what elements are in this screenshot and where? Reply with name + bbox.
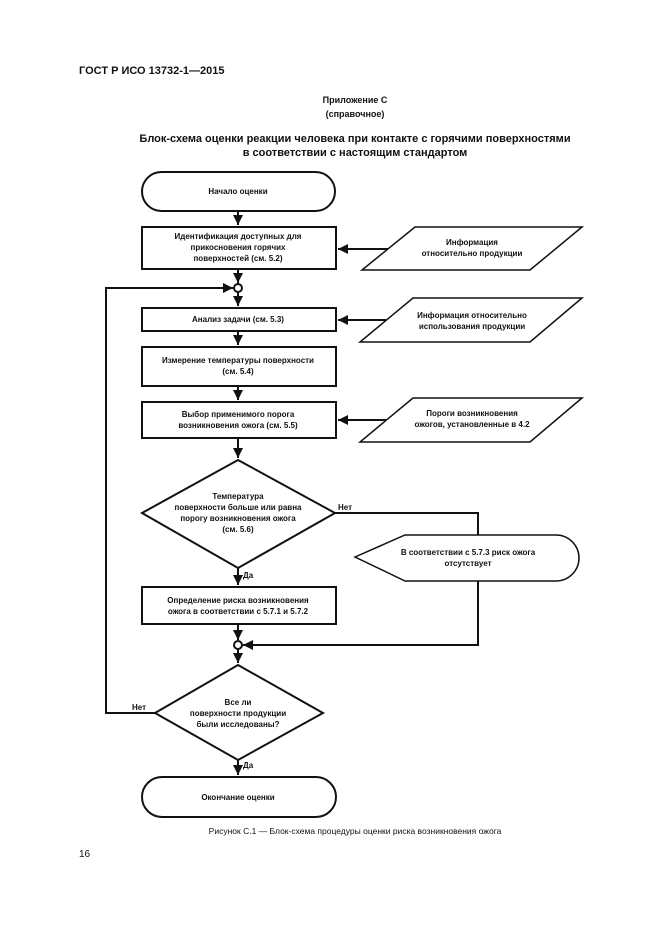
document-header: ГОСТ Р ИСО 13732-1—2015 (79, 65, 225, 77)
display-no-risk-text: отсутствует (445, 559, 492, 568)
start-label: Начало оценки (208, 187, 267, 196)
step-risk-box (141, 586, 337, 625)
input-usage-text: использования продукции (419, 322, 525, 331)
input-product-text: Информация (446, 238, 498, 247)
page-number: 16 (79, 849, 91, 860)
step-identify-text: Идентификация доступных для (175, 232, 302, 241)
no-label: Нет (132, 703, 146, 712)
end-label: Окончание оценки (201, 793, 274, 802)
decision-temperature-text: (см. 5.6) (222, 525, 254, 534)
input-usage-info (357, 297, 585, 343)
input-product-text: относительно продукции (422, 249, 523, 258)
no-label: Нет (338, 503, 352, 512)
figure-caption: Рисунок С.1 — Блок-схема процедуры оценк… (208, 826, 502, 836)
decision-temperature-text: порогу возникновения ожога (180, 514, 296, 523)
step-threshold-box (141, 401, 337, 439)
appendix-note: (справочное) (325, 109, 385, 119)
title-line: в соответствии с настоящим стандартом (242, 147, 468, 159)
step-measure-text: Измерение температуры поверхности (162, 356, 314, 365)
step-identify-text: поверхностей (см. 5.2) (193, 254, 282, 263)
yes-label: Да (243, 761, 254, 770)
input-burn-thresholds (357, 397, 585, 443)
decision-temperature-text: Температура (212, 492, 264, 501)
junction-connector (233, 283, 243, 293)
input-thresholds-text: Пороги возникновения (426, 409, 518, 418)
appendix-label: Приложение С (322, 95, 388, 105)
decision-surfaces-text: поверхности продукции (190, 709, 286, 718)
input-thresholds-text: ожогов, установленные в 4.2 (414, 420, 530, 429)
step-threshold-text: возникновения ожога (см. 5.5) (178, 421, 298, 430)
input-usage-text: Информация относительно (417, 311, 527, 320)
figure-title: Блок-схема оценки реакции человека при к… (0, 132, 661, 160)
step-risk-text: ожога в соответствии с 5.7.1 и 5.7.2 (168, 607, 309, 616)
title-line: Блок-схема оценки реакции человека при к… (139, 133, 571, 145)
yes-label: Да (243, 571, 254, 580)
step-task-text: Анализ задачи (см. 5.3) (192, 315, 284, 324)
input-product-info (359, 226, 585, 271)
decision-surfaces-text: Все ли (225, 698, 252, 707)
display-no-risk (353, 534, 580, 582)
junction-connector (233, 640, 243, 650)
end-terminator (141, 776, 337, 818)
decision-temperature-text: поверхности больше или равна (175, 503, 303, 512)
decision-surfaces-text: были исследованы? (196, 720, 279, 729)
display-no-risk-text: В соответствии с 5.7.3 риск ожога (401, 548, 536, 557)
step-measure-text: (см. 5.4) (222, 367, 254, 376)
step-identify-text: прикосновения горячих (191, 243, 287, 252)
step-risk-text: Определение риска возникновения (167, 596, 309, 605)
step-threshold-text: Выбор применимого порога (182, 410, 295, 419)
